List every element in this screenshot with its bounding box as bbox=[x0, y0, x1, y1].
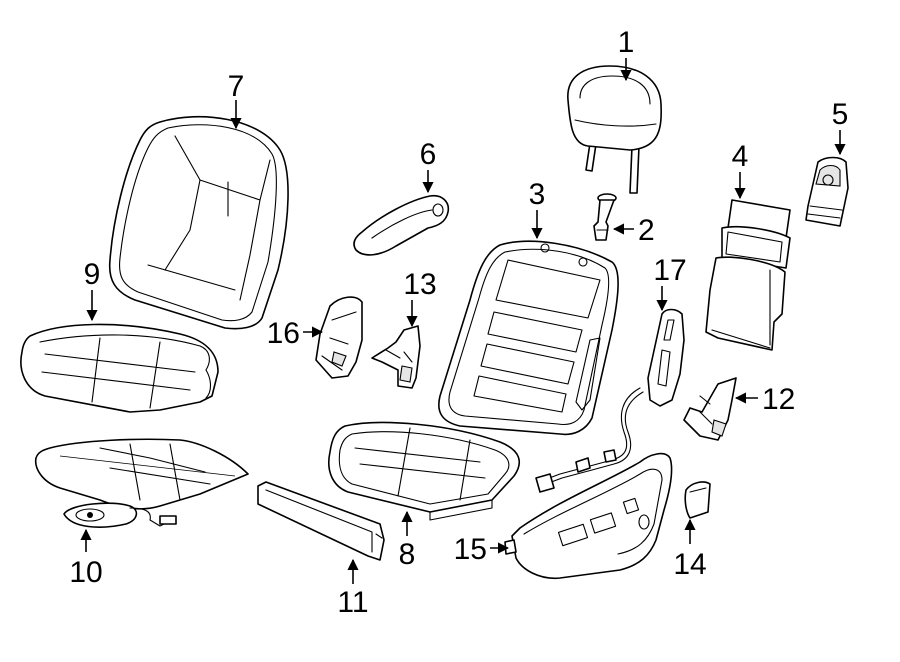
recliner-cover-part bbox=[315, 296, 363, 379]
callout-label-6: 6 bbox=[420, 138, 437, 171]
callout-label-1: 1 bbox=[618, 26, 635, 59]
callout-label-7: 7 bbox=[228, 70, 245, 103]
seat-back-part bbox=[438, 240, 619, 436]
side-trim-part bbox=[257, 481, 385, 561]
cover-clip-part bbox=[805, 156, 849, 227]
callout-label-17: 17 bbox=[653, 254, 686, 287]
side-bracket-part bbox=[683, 377, 737, 441]
callout-label-10: 10 bbox=[69, 556, 102, 589]
callout-label-4: 4 bbox=[732, 140, 749, 173]
knob-cover-part bbox=[684, 481, 711, 519]
seat-heater-part bbox=[34, 438, 249, 528]
callout-label-9: 9 bbox=[84, 258, 101, 291]
headrest-guide-part bbox=[593, 193, 617, 241]
callout-label-16: 16 bbox=[267, 317, 300, 350]
callout-label-2: 2 bbox=[638, 214, 655, 247]
side-shield-part bbox=[504, 452, 673, 580]
callout-label-12: 12 bbox=[762, 383, 795, 416]
callout-label-11: 11 bbox=[337, 586, 368, 619]
headrest-part bbox=[567, 65, 662, 194]
armrest-part bbox=[353, 194, 450, 256]
small-bracket-part bbox=[371, 325, 421, 389]
callout-leaders bbox=[80, 58, 846, 584]
callout-label-14: 14 bbox=[673, 548, 706, 581]
callout-label-3: 3 bbox=[529, 178, 546, 211]
seat-cushion-cover-part bbox=[20, 323, 219, 413]
callout-label-8: 8 bbox=[399, 538, 416, 571]
callout-labels: 1 2 3 4 5 6 7 8 9 10 11 12 13 14 15 16 1… bbox=[69, 26, 848, 619]
seat-back-cover-part bbox=[108, 116, 289, 330]
callout-label-13: 13 bbox=[403, 268, 436, 301]
callout-label-5: 5 bbox=[832, 98, 849, 131]
seat-cushion-part bbox=[328, 421, 521, 521]
back-panel-part bbox=[705, 199, 791, 351]
side-airbag-part bbox=[535, 308, 685, 493]
callout-label-15: 15 bbox=[454, 533, 487, 566]
